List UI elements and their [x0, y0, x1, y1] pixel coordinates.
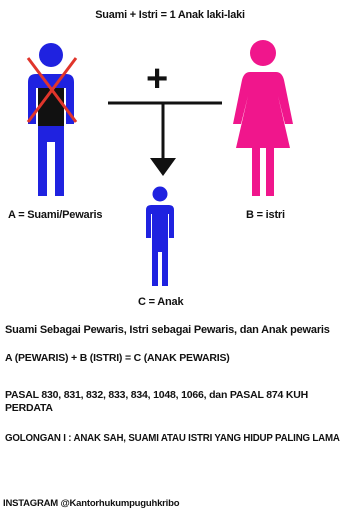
- child-figure-icon: [146, 186, 174, 286]
- deceased-cross-icon: [26, 57, 78, 123]
- down-arrow-icon: [150, 158, 176, 176]
- instagram-handle: INSTAGRAM @Kantorhukumpuguhkribo: [3, 498, 180, 509]
- relationship-connector: [108, 101, 222, 160]
- legal-articles-line1: PASAL 830, 831, 832, 833, 834, 1048, 106…: [5, 389, 308, 401]
- wife-figure-icon: [233, 40, 293, 196]
- plus-sign: +: [146, 58, 169, 100]
- heirs-formula: A (PEWARIS) + B (ISTRI) = C (ANAK PEWARI…: [5, 352, 230, 364]
- label-wife: B = istri: [246, 209, 285, 221]
- label-husband: A = Suami/Pewaris: [8, 209, 103, 221]
- legal-articles: PASAL 830, 831, 832, 833, 834, 1048, 106…: [5, 389, 308, 415]
- heir-group-one: GOLONGAN I : ANAK SAH, SUAMI ATAU ISTRI …: [5, 432, 340, 444]
- label-child: C = Anak: [138, 296, 184, 308]
- heirs-description: Suami Sebagai Pewaris, Istri sebagai Pew…: [5, 324, 330, 336]
- diagram-title: Suami + Istri = 1 Anak laki-laki: [95, 9, 245, 21]
- legal-articles-line2: PERDATA: [5, 402, 53, 414]
